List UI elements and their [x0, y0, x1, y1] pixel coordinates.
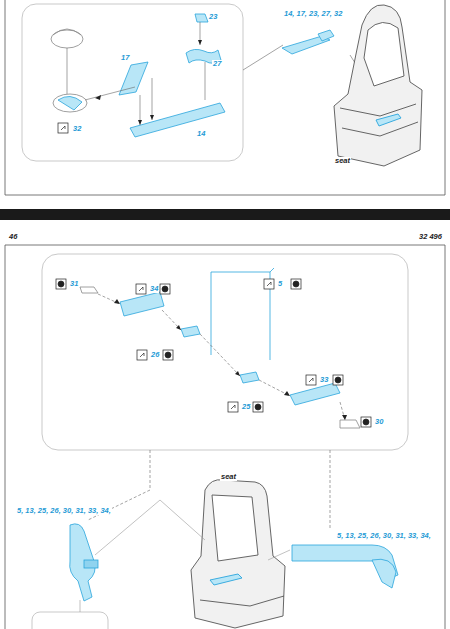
page-divider-bar	[0, 209, 450, 220]
detail-pointers	[80, 500, 290, 612]
callout-number: 14	[196, 130, 206, 138]
callout-number: 5, 13, 25, 26, 30, 31, 33, 34,	[336, 532, 432, 540]
ejection-seat-top	[334, 5, 422, 166]
middle-parts	[80, 268, 360, 428]
callout-number: 33	[319, 376, 329, 384]
top-arrowheads	[95, 40, 202, 125]
top-assembled-strap	[282, 30, 334, 54]
callout-number: 17	[120, 54, 130, 62]
callout-number: 5	[277, 280, 283, 288]
callout-number: 34	[149, 285, 159, 293]
callout-number: 27	[212, 60, 222, 68]
callout-number: 14, 17, 23, 27, 32	[283, 10, 343, 18]
callout-number: 31	[69, 280, 79, 288]
middle-arrowheads	[114, 299, 347, 420]
icons	[56, 123, 371, 427]
callout-number: 46	[8, 233, 18, 241]
top-parts	[51, 14, 225, 137]
callout-number: 5, 13, 25, 26, 30, 31, 33, 34,	[16, 507, 112, 515]
ejection-seat-bottom	[191, 480, 285, 628]
page-frame	[5, 0, 445, 629]
callout-number: seat	[334, 157, 351, 165]
callout-number: 32 496	[418, 233, 443, 241]
callout-number: 25	[241, 403, 251, 411]
callout-number: 23	[208, 13, 218, 21]
callout-number: 32	[72, 125, 82, 133]
callout-number: 26	[150, 351, 160, 359]
callout-number: 30	[374, 418, 384, 426]
callout-number: seat	[220, 473, 237, 481]
